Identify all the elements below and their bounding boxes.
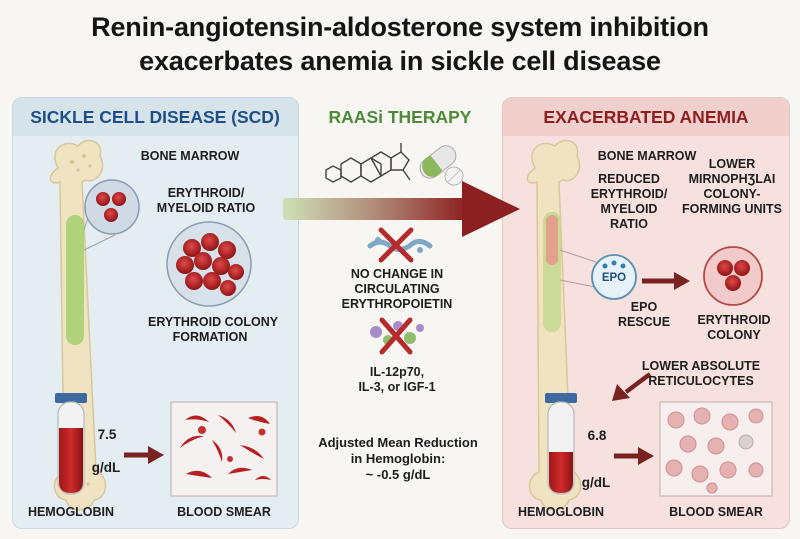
lower-line-4: FORMING UNITS [682,202,782,216]
cyto-line-1: IL-12p70, [369,365,425,379]
retic-line-2: RETICULOCYTES [648,374,754,388]
epo-badge-label: EPO [601,272,627,284]
normal-rbc-smear-icon [659,401,773,497]
epo-line-2: CIRCULATING [354,282,440,296]
therapy-arrow-icon [283,181,520,237]
scd-heading: SICKLE CELL DISEASE (SCD) [30,107,280,127]
reticulocytes-label: LOWER ABSOLUTE RETICULOCYTES [636,359,766,389]
capsule-icon [419,145,457,179]
epo-no-change-label: NO CHANGE IN CIRCULATING ERYTHROPOIETIN [322,267,472,312]
erythroid-colony-icon [166,221,252,307]
epo-rescue-label: EPO RESCUE [612,300,676,330]
erythroid-colony-icon [703,246,763,306]
arrow-icon [642,272,690,290]
anemia-heading: EXACERBATED ANEMIA [543,107,749,127]
erythroid-colony-label: ERYTHROID COLONY [692,313,776,343]
lower-colony-label: LOWER MIRNOPHƷLAI COLONY- FORMING UNITS [680,157,784,217]
left-hb-value: 7.5 [97,427,117,442]
right-bone-marrow-label: BONE MARROW [597,149,697,163]
right-hemoglobin-label: HEMOGLOBIN [517,505,605,519]
reduced-line-2: ERYTHROID/ [590,187,668,201]
left-colony-label: ERYTHROID COLONY FORMATION [148,315,279,345]
lower-line-1: LOWER [708,157,756,171]
page-title: Renin-angiotensin-aldosterone system inh… [0,10,800,78]
molecule-icon [325,143,411,183]
left-bone-marrow-label: BONE MARROW [140,149,240,163]
epo-rescue-line-2: RESCUE [617,315,671,329]
epo-line-1: NO CHANGE IN [350,267,444,281]
anemia-header-band [503,98,789,136]
reduced-line-4: RATIO [610,217,648,231]
epo-rescue-line-1: EPO [630,300,658,314]
arrow-icon [124,446,164,464]
cross-icon [378,227,414,263]
left-colony-line-1: ERYTHROID COLONY [148,315,279,329]
pill-icon [444,166,464,186]
title-line-1: Renin-angiotensin-aldosterone system inh… [91,12,709,42]
retic-line-1: LOWER ABSOLUTE [641,359,761,373]
sickle-cell-icon [170,401,278,497]
blood-tube-icon [545,393,577,495]
reduction-line-1: Adjusted Mean Reduction [318,435,478,450]
cross-icon [379,317,413,355]
lower-line-3: COLONY- [703,187,761,201]
title-line-2: exacerbates anemia in sickle cell diseas… [139,46,661,76]
ery-colony-line-2: COLONY [707,328,761,342]
ery-colony-line-1: ERYTHROID [697,313,771,327]
raasi-heading: RAASi THERAPY [328,107,472,127]
epo-line-3: ERYTHROPOIETIN [341,297,453,311]
cytokine-label: IL-12p70, IL-3, or IGF-1 [322,365,472,395]
left-ratio-label: ERYTHROID/ MYELOID RATIO [146,186,266,216]
reduced-line-1: REDUCED [598,172,660,186]
left-hemoglobin-label: HEMOGLOBIN [27,505,115,519]
reduction-line-2: in Hemoglobin: [350,451,446,466]
right-hb-value: 6.8 [587,428,607,443]
left-ratio-line-1: ERYTHROID/ [167,186,245,200]
cyto-line-2: IL-3, or IGF-1 [358,380,436,394]
right-hb-unit: g/dL [581,475,611,490]
left-colony-line-2: FORMATION [172,330,248,344]
left-ratio-line-2: MYELOID RATIO [156,201,256,215]
arrow-icon [614,447,654,465]
reduced-ratio-label: REDUCED ERYTHROID/ MYELOID RATIO [582,172,676,232]
scd-header-band [13,98,298,136]
arrow-icon [612,372,652,401]
left-hb-unit: g/dL [91,460,121,475]
rbc-cluster-icon [84,179,140,235]
epo-badge-icon [591,254,637,300]
reduction-line-3: ~ -0.5 g/dL [365,467,431,482]
lower-line-2: MIRNOPHƷLAI [688,172,776,186]
right-blood-smear-label: BLOOD SMEAR [669,505,763,519]
reduced-line-3: MYELOID [600,202,658,216]
blood-tube-icon [55,393,87,495]
left-blood-smear-label: BLOOD SMEAR [177,505,271,519]
hemoglobin-reduction-note: Adjusted Mean Reduction in Hemoglobin: ~… [308,435,488,483]
